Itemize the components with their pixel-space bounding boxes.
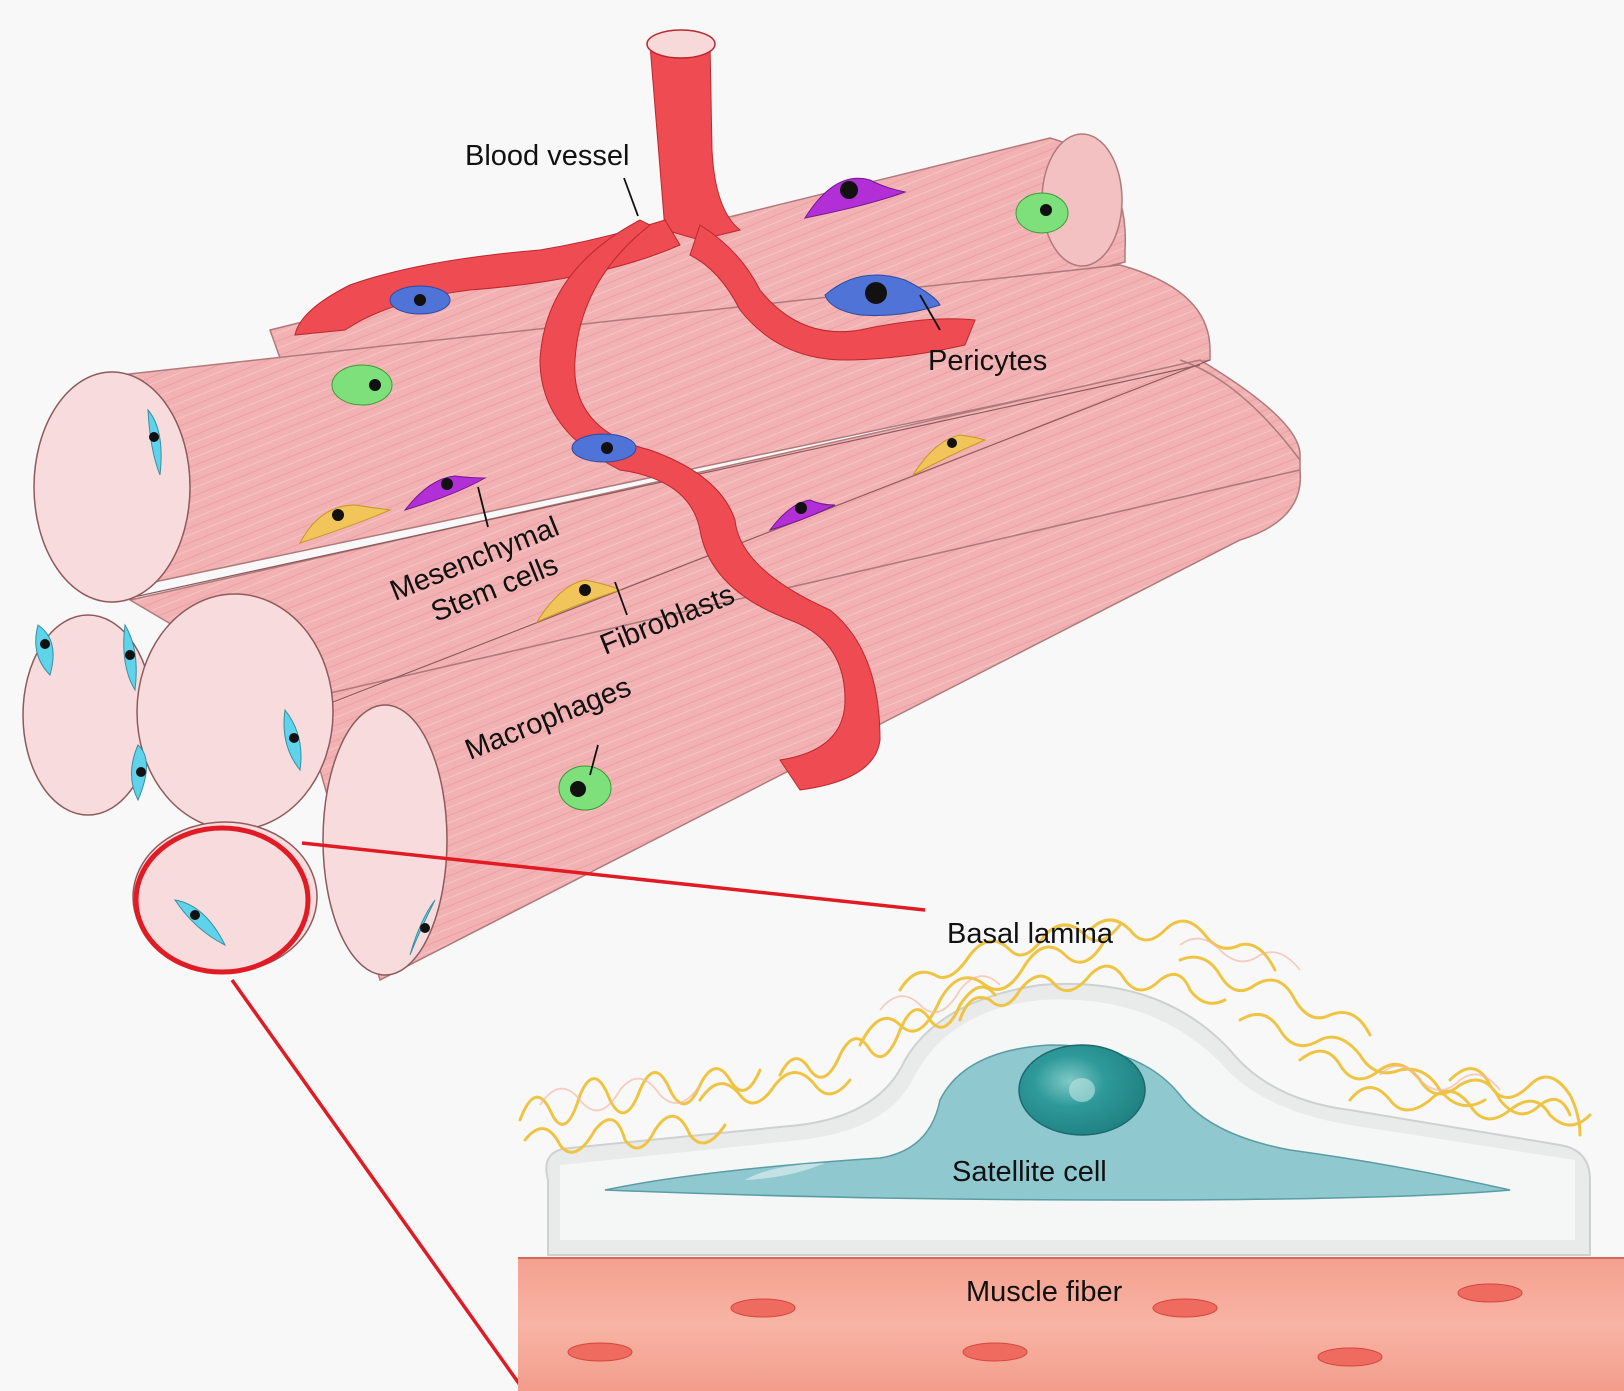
zoom-circle xyxy=(133,825,311,975)
label-pericytes: Pericytes xyxy=(928,345,1047,377)
fibroblast-cell xyxy=(911,434,987,477)
zoom-callout xyxy=(133,825,926,1387)
mesenchymal-stem-cells xyxy=(403,177,907,531)
fibroblasts xyxy=(298,434,987,624)
muscle-fiber-band xyxy=(518,1258,1624,1391)
zoom-line-lower xyxy=(230,978,522,1387)
muscle-fiber-bundle xyxy=(22,133,1302,982)
macrophage-cell xyxy=(331,364,393,406)
msc-cell xyxy=(803,177,907,219)
label-satellite-cell: Satellite cell xyxy=(952,1156,1107,1188)
basal-lamina-fibers xyxy=(518,918,1592,1154)
label-muscle-fiber: Muscle fiber xyxy=(966,1276,1123,1308)
label-basal-lamina: Basal lamina xyxy=(947,918,1114,950)
satellite-cell-detail: Basal lamina Satellite cell Muscle fiber xyxy=(518,918,1624,1391)
label-blood-vessel: Blood vessel xyxy=(465,140,629,172)
fiber-end-mid xyxy=(136,593,334,831)
muscle-fiber-lower xyxy=(299,469,1302,982)
blood-vessel xyxy=(294,29,976,791)
fiber-end-right xyxy=(322,704,448,976)
label-leader-lines xyxy=(477,177,941,776)
msc-cell xyxy=(403,475,487,511)
fibroblast-cell xyxy=(535,579,622,624)
basal-lamina-fibers-light xyxy=(539,937,1501,1112)
fiber-end-top xyxy=(33,371,191,603)
muscle-fiber-nuclei xyxy=(567,1283,1523,1367)
zoom-line-upper xyxy=(301,841,926,912)
satellite-cells-small xyxy=(35,408,436,956)
fibroblast-cell xyxy=(298,504,392,544)
msc-cell xyxy=(768,499,836,531)
